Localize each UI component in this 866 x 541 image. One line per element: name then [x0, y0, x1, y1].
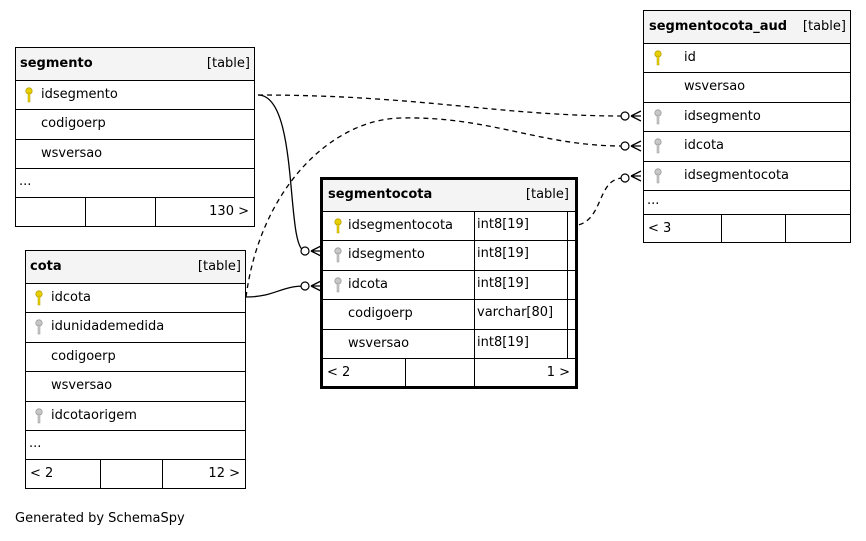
- parents-count[interactable]: < 2: [327, 364, 351, 380]
- more-columns: ...: [16, 169, 254, 199]
- primary-key-icon: [654, 50, 662, 66]
- column-type: int8[19]: [474, 270, 567, 300]
- column-name: idsegmento: [348, 247, 425, 263]
- column-name: codigoerp: [348, 306, 413, 322]
- foreign-key-icon: [654, 109, 662, 125]
- children-count[interactable]: 130 >: [209, 204, 249, 220]
- implied-optional-circle: [620, 141, 630, 151]
- fk-line-cota-segmentocota: [245, 285, 306, 298]
- table-footer: < 2 12 >: [26, 459, 245, 488]
- column-name: wsversao: [348, 335, 410, 351]
- column-type: int8[19]: [474, 329, 567, 358]
- table-header: cota [table]: [26, 251, 245, 284]
- table-cota[interactable]: cota [table] idcota idunidademedida codi…: [25, 250, 246, 489]
- column-row[interactable]: wsversao: [26, 372, 245, 402]
- column-name: idcotaorigem: [51, 407, 137, 423]
- fk-crowfoot: [310, 245, 322, 257]
- foreign-key-icon: [654, 167, 662, 183]
- table-header: segmento [table]: [16, 48, 254, 81]
- fk-optional-circle: [300, 246, 310, 256]
- foreign-key-icon: [35, 407, 43, 423]
- table-header: segmentocota_aud [table]: [644, 11, 850, 44]
- column-row[interactable]: idcota: [644, 132, 850, 162]
- table-header: segmentocota [table]: [323, 180, 575, 212]
- scrollbar[interactable]: [567, 212, 575, 359]
- column-row[interactable]: wsversao int8[19]: [323, 329, 575, 359]
- foreign-key-icon: [334, 247, 342, 263]
- column-row[interactable]: idsegmento: [644, 103, 850, 133]
- column-type: varchar[80]: [474, 300, 567, 329]
- column-row[interactable]: codigoerp varchar[80]: [323, 300, 575, 330]
- column-type: int8[19]: [474, 212, 567, 241]
- column-row[interactable]: idcota int8[19]: [323, 270, 575, 301]
- table-name[interactable]: segmentocota: [328, 187, 433, 202]
- implied-crowfoot: [630, 170, 642, 182]
- implied-crowfoot: [630, 110, 642, 122]
- column-row[interactable]: wsversao: [16, 140, 254, 170]
- table-kind: [table]: [197, 259, 241, 274]
- children-count[interactable]: 12 >: [208, 465, 240, 481]
- foreign-key-icon: [334, 277, 342, 293]
- column-name: idsegmento: [684, 108, 761, 124]
- table-kind: [table]: [802, 19, 846, 34]
- children-count[interactable]: 1 >: [546, 364, 570, 380]
- fk-crowfoot: [310, 280, 322, 292]
- column-name: idsegmentocota: [348, 218, 454, 233]
- more-columns: ...: [644, 191, 850, 215]
- column-type: int8[19]: [474, 241, 567, 270]
- table-name[interactable]: segmento: [20, 56, 93, 71]
- column-row[interactable]: idcotaorigem: [26, 402, 245, 431]
- column-row[interactable]: wsversao: [644, 73, 850, 103]
- column-name: idsegmento: [41, 87, 118, 102]
- column-name: idcota: [348, 276, 389, 292]
- implied-optional-circle: [620, 173, 630, 183]
- column-name: wsversao: [684, 79, 746, 95]
- column-row[interactable]: id: [644, 44, 850, 74]
- table-footer: < 2 1 >: [323, 358, 575, 386]
- column-name: wsversao: [51, 378, 113, 394]
- parents-count[interactable]: < 2: [30, 465, 54, 481]
- primary-key-icon: [25, 87, 33, 103]
- parents-count[interactable]: < 3: [648, 220, 672, 236]
- table-segmento[interactable]: segmento [table] idsegmento codigoerp ws…: [15, 47, 255, 228]
- column-row[interactable]: idsegmento int8[19]: [323, 241, 575, 271]
- table-name[interactable]: cota: [30, 259, 62, 274]
- implied-crowfoot: [630, 140, 642, 152]
- table-footer: 130 >: [16, 198, 254, 227]
- table-segmentocota[interactable]: segmentocota [table] idsegmentocota int8…: [320, 177, 578, 389]
- primary-key-icon: [334, 218, 342, 234]
- generated-by-credit: Generated by SchemaSpy: [15, 511, 185, 526]
- implied-line-cota-aud: [245, 117, 623, 298]
- column-name: idsegmentocota: [684, 167, 790, 183]
- column-name: idcota: [51, 290, 92, 305]
- table-name[interactable]: segmentocota_aud: [649, 19, 788, 34]
- column-row[interactable]: codigoerp: [16, 110, 254, 140]
- fk-line-segmento-segmentocota: [257, 94, 306, 252]
- implied-line-segmentocota-aud: [569, 177, 623, 227]
- fk-optional-circle: [300, 281, 310, 291]
- column-name: wsversao: [41, 145, 103, 161]
- foreign-key-icon: [35, 319, 43, 335]
- column-row[interactable]: idcota: [26, 284, 245, 314]
- column-name: idcota: [684, 138, 725, 154]
- column-name: codigoerp: [41, 116, 106, 132]
- column-row[interactable]: idsegmentocota int8[19]: [323, 212, 575, 242]
- implied-line-segmento-aud: [257, 94, 623, 117]
- table-segmentocota-aud[interactable]: segmentocota_aud [table] id wsversao ids…: [643, 10, 851, 243]
- column-row[interactable]: idunidademedida: [26, 313, 245, 343]
- column-name: idunidademedida: [51, 319, 165, 335]
- table-footer: < 3: [644, 214, 850, 242]
- column-row[interactable]: codigoerp: [26, 343, 245, 373]
- table-kind: [table]: [525, 187, 569, 202]
- table-kind: [table]: [206, 56, 250, 71]
- column-name: codigoerp: [51, 348, 116, 364]
- column-row[interactable]: idsegmento: [16, 81, 254, 111]
- primary-key-icon: [35, 290, 43, 306]
- implied-optional-circle: [620, 111, 630, 121]
- more-columns: ...: [26, 431, 245, 460]
- column-row[interactable]: idsegmentocota: [644, 162, 850, 191]
- foreign-key-icon: [654, 138, 662, 154]
- column-name: id: [684, 50, 696, 65]
